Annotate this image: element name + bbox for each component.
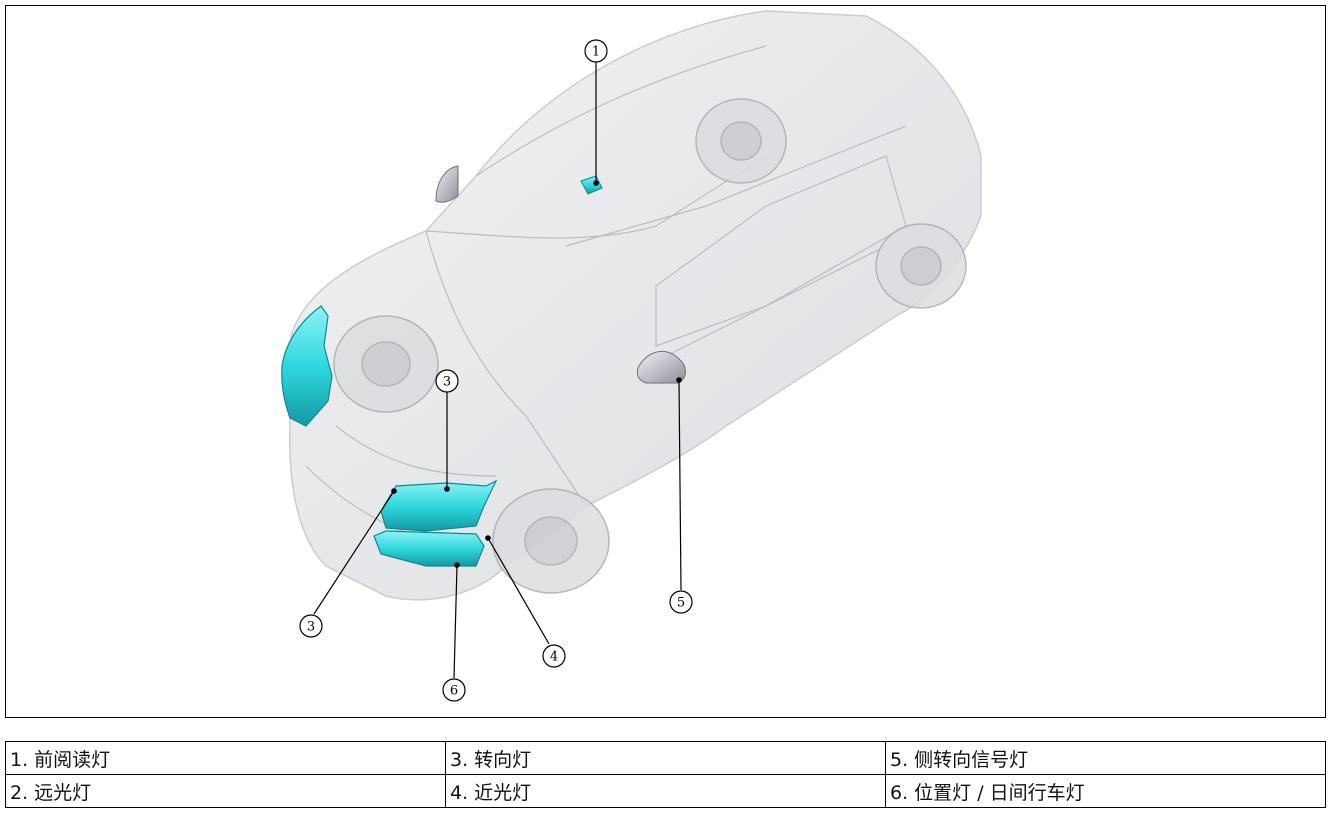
callout-1: 1 bbox=[584, 39, 608, 63]
svg-text:6: 6 bbox=[450, 684, 458, 699]
car-body bbox=[289, 10, 982, 601]
callout-4: 4 bbox=[542, 644, 566, 668]
legend-item-3: 3. 转向灯 bbox=[445, 741, 886, 775]
legend-item-5: 5. 侧转向信号灯 bbox=[885, 741, 1326, 775]
right-mirror bbox=[636, 350, 686, 384]
callout-3-upper: 3 bbox=[435, 369, 459, 393]
legend-row: 1. 前阅读灯 3. 转向灯 5. 侧转向信号灯 bbox=[5, 741, 1326, 775]
left-mirror bbox=[435, 165, 459, 203]
callout-6: 6 bbox=[442, 678, 466, 702]
leader-anchor-dots bbox=[391, 180, 682, 568]
car-lighting-diagram: 1 3 3 4 5 6 bbox=[281, 10, 982, 702]
svg-text:4: 4 bbox=[550, 650, 558, 665]
wheels bbox=[333, 98, 967, 594]
left-headlamp-assembly bbox=[281, 305, 333, 427]
legend-item-4: 4. 近光灯 bbox=[445, 774, 886, 808]
legend-item-2: 2. 远光灯 bbox=[5, 774, 446, 808]
diagram-frame: 1 3 3 4 5 6 bbox=[5, 5, 1326, 718]
legend-table: 1. 前阅读灯 3. 转向灯 5. 侧转向信号灯 2. 远光灯 4. 近光灯 6… bbox=[5, 741, 1326, 808]
legend-item-6: 6. 位置灯 / 日间行车灯 bbox=[885, 774, 1326, 808]
leader-lines bbox=[313, 62, 682, 679]
callout-5: 5 bbox=[669, 590, 693, 614]
legend-item-1: 1. 前阅读灯 bbox=[5, 741, 446, 775]
callout-3-lower: 3 bbox=[299, 614, 323, 638]
svg-text:1: 1 bbox=[592, 45, 600, 60]
svg-text:3: 3 bbox=[443, 375, 451, 390]
right-headlamp-assembly bbox=[373, 479, 498, 567]
svg-text:5: 5 bbox=[677, 596, 685, 611]
svg-text:3: 3 bbox=[307, 620, 315, 635]
legend-row: 2. 远光灯 4. 近光灯 6. 位置灯 / 日间行车灯 bbox=[5, 774, 1326, 808]
